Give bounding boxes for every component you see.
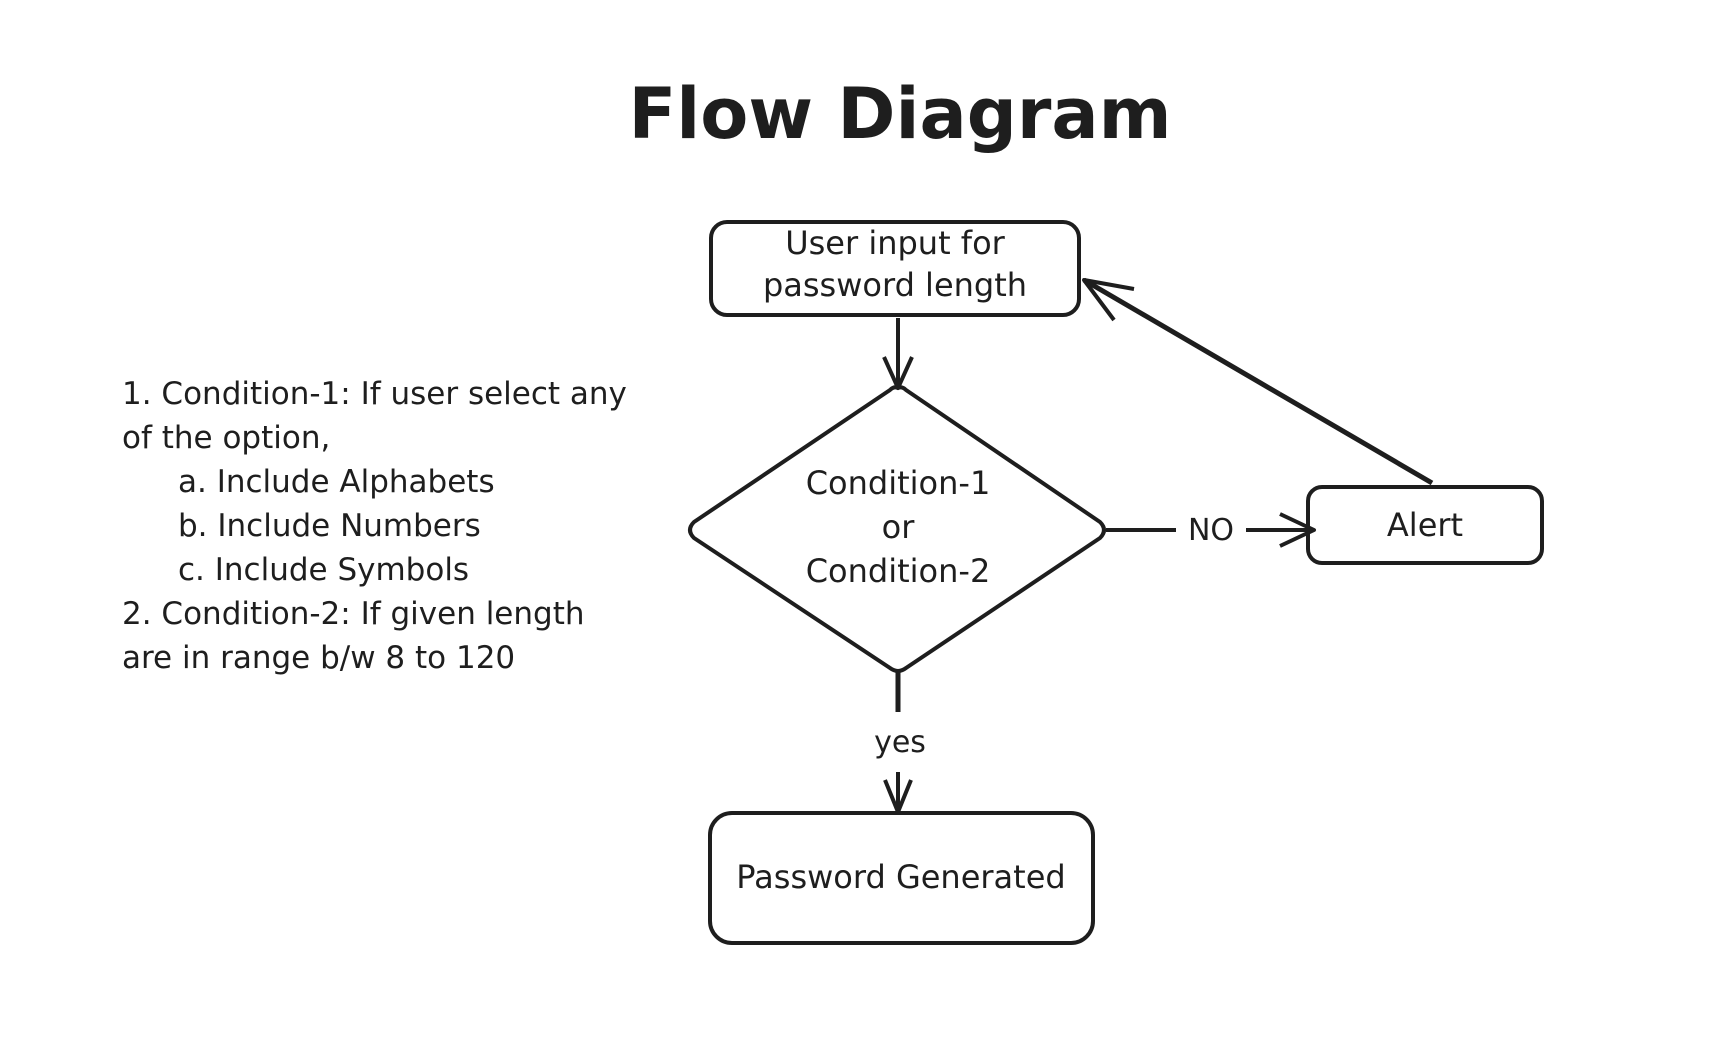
arrow-decision-to-alert: NO — [1106, 512, 1316, 548]
output-node: Password Generated — [708, 811, 1095, 945]
notes-item2-line2: are in range b/w 8 to 120 — [122, 640, 516, 676]
notes-sub-a: a. Include Alphabets — [178, 464, 495, 500]
edge-label-no: NO — [1188, 513, 1234, 548]
notes-item1-line2: of the option, — [122, 420, 331, 456]
alert-node-label: Alert — [1387, 506, 1463, 544]
arrow-decision-to-output: yes — [874, 672, 926, 814]
output-node-label: Password Generated — [736, 858, 1065, 896]
notes-item2-line1: 2. Condition-2: If given length — [122, 596, 585, 632]
input-node-box — [709, 220, 1081, 317]
decision-node-diamond — [688, 385, 1106, 673]
arrow-input-to-decision — [882, 318, 914, 390]
input-node-label-line2: password length — [763, 266, 1027, 304]
decision-node: Condition-1 or Condition-2 — [688, 385, 1106, 673]
decision-node-label-line1: Condition-1 — [806, 464, 991, 502]
notes-item1-line1: 1. Condition-1: If user select any — [122, 376, 627, 412]
output-node-box — [708, 811, 1095, 945]
input-node: User input for password length — [709, 220, 1081, 317]
alert-node-box — [1306, 485, 1544, 565]
decision-node-label-line3: Condition-2 — [806, 552, 991, 590]
diagram-title: Flow Diagram — [628, 73, 1171, 155]
alert-node: Alert — [1306, 485, 1544, 565]
conditions-notes: 1. Condition-1: If user select any of th… — [122, 372, 692, 680]
arrow-alert-to-input — [1082, 277, 1434, 486]
notes-sub-c: c. Include Symbols — [178, 552, 470, 588]
input-node-label-line1: User input for — [785, 224, 1005, 262]
decision-node-label-line2: or — [882, 508, 916, 546]
notes-sub-b: b. Include Numbers — [178, 508, 481, 544]
edge-label-yes: yes — [874, 725, 926, 760]
